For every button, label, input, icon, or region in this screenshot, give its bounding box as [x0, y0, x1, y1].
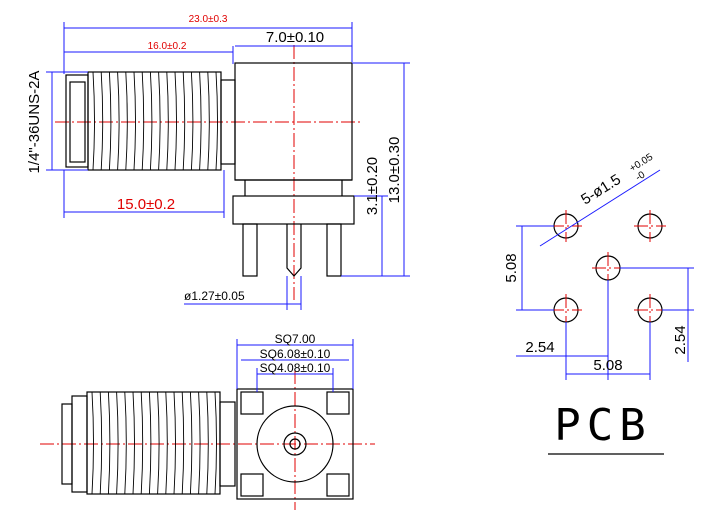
thread-ridge [182, 71, 186, 171]
center-contact [289, 438, 301, 450]
dim-thread-spec: 1/4"-36UNS-2A [26, 71, 43, 174]
thread-ridge [148, 391, 152, 495]
outer-circle [256, 405, 334, 483]
thread-ridge [141, 71, 145, 171]
dim-sq-outer: SQ7.00 [275, 332, 316, 346]
bottom-barrel-neck [219, 401, 236, 487]
square-body [236, 388, 354, 500]
thread-ridge [173, 391, 176, 495]
dim-pin-diameter: ø1.27±0.05 [184, 289, 245, 303]
inner-circle [283, 432, 307, 456]
thread-ridge [189, 391, 193, 495]
dim-hole-spec: 5-ø1.5 [578, 171, 624, 208]
dim-pcb-2-54-vertical: 2.54 [672, 325, 689, 354]
bottom-dimensions: SQ7.00 SQ6.08±0.10 SQ4.08±0.10 [236, 332, 354, 392]
thread-ridge [107, 391, 111, 495]
corner-pad-br [326, 473, 350, 497]
corner-pad-tl [240, 391, 264, 415]
threaded-barrel [65, 71, 236, 171]
thread-ridge [92, 71, 95, 171]
dim-thread-length: 16.0±0.2 [148, 41, 187, 52]
bottom-view: SQ7.00 SQ6.08±0.10 SQ4.08±0.10 [40, 332, 375, 510]
thread-ridge [166, 71, 169, 171]
thread-ridge [91, 391, 94, 495]
dim-sq-mid: SQ6.08±0.10 [260, 347, 331, 361]
thread-ridge [207, 71, 210, 171]
dim-body-width: 7.0±0.10 [266, 29, 324, 46]
thread-ridge [157, 391, 160, 495]
thread-ridge [206, 391, 209, 495]
pcb-hole-bottom-left [550, 294, 582, 326]
thread-ridge [100, 71, 104, 171]
pcb-label: PCB [554, 400, 651, 451]
dim-overall-length: 23.0±0.3 [189, 14, 228, 25]
thread-ridge [214, 391, 217, 495]
thread-ridge [174, 71, 177, 171]
corner-pad-tr [326, 391, 350, 415]
thread-ridge [132, 391, 135, 495]
thread-ridge [108, 71, 112, 171]
thread-ridge [117, 71, 120, 171]
corner-pad-bl [240, 473, 264, 497]
thread-ridge [99, 391, 103, 495]
dim-total-height: 13.0±0.30 [386, 137, 403, 204]
bottom-thread-lines [91, 391, 217, 495]
thread-ridge [149, 71, 153, 171]
pcb-hole-top-right [634, 210, 666, 242]
ground-pin-right [326, 223, 342, 277]
side-view: 23.0±0.3 16.0±0.2 7.0±0.10 1/4"-36UNS-2A… [26, 14, 410, 310]
thread-ridge [165, 391, 168, 495]
thread-ridge [190, 71, 194, 171]
thread-ridge [158, 71, 161, 171]
hole-spec-leader [539, 169, 661, 247]
thread-ridge [198, 391, 201, 495]
thread-ridge [124, 391, 127, 495]
thread-ridge [116, 391, 119, 495]
thread-ridge [199, 71, 202, 171]
dim-thread-span: 15.0±0.2 [117, 196, 175, 213]
body-base-flange [232, 195, 355, 225]
center-pin [286, 224, 302, 277]
thread-lines [92, 71, 218, 171]
dim-pcb-5-08-horizontal: 5.08 [593, 357, 622, 374]
thread-ridge [215, 71, 218, 171]
ground-pin-left [242, 223, 258, 277]
dim-pcb-5-08-vertical: 5.08 [503, 253, 520, 282]
dim-sq-inner: SQ4.08±0.10 [260, 361, 331, 375]
side-dimensions: 23.0±0.3 16.0±0.2 7.0±0.10 1/4"-36UNS-2A… [26, 14, 410, 310]
thread-ridge [181, 391, 185, 495]
barrel-front-face [69, 81, 86, 163]
pcb-hole-center [592, 252, 624, 284]
dim-base-height: 3.1±0.20 [364, 157, 381, 215]
thread-ridge [140, 391, 144, 495]
dim-pcb-2-54-horizontal: 2.54 [525, 339, 554, 356]
pcb-hole-bottom-right [634, 294, 666, 326]
thread-ridge [133, 71, 136, 171]
thread-ridge [125, 71, 128, 171]
pcb-layout: 5-ø1.5 +0.05 -0 5.08 2.54 5.08 2.54 PCB [503, 152, 694, 455]
